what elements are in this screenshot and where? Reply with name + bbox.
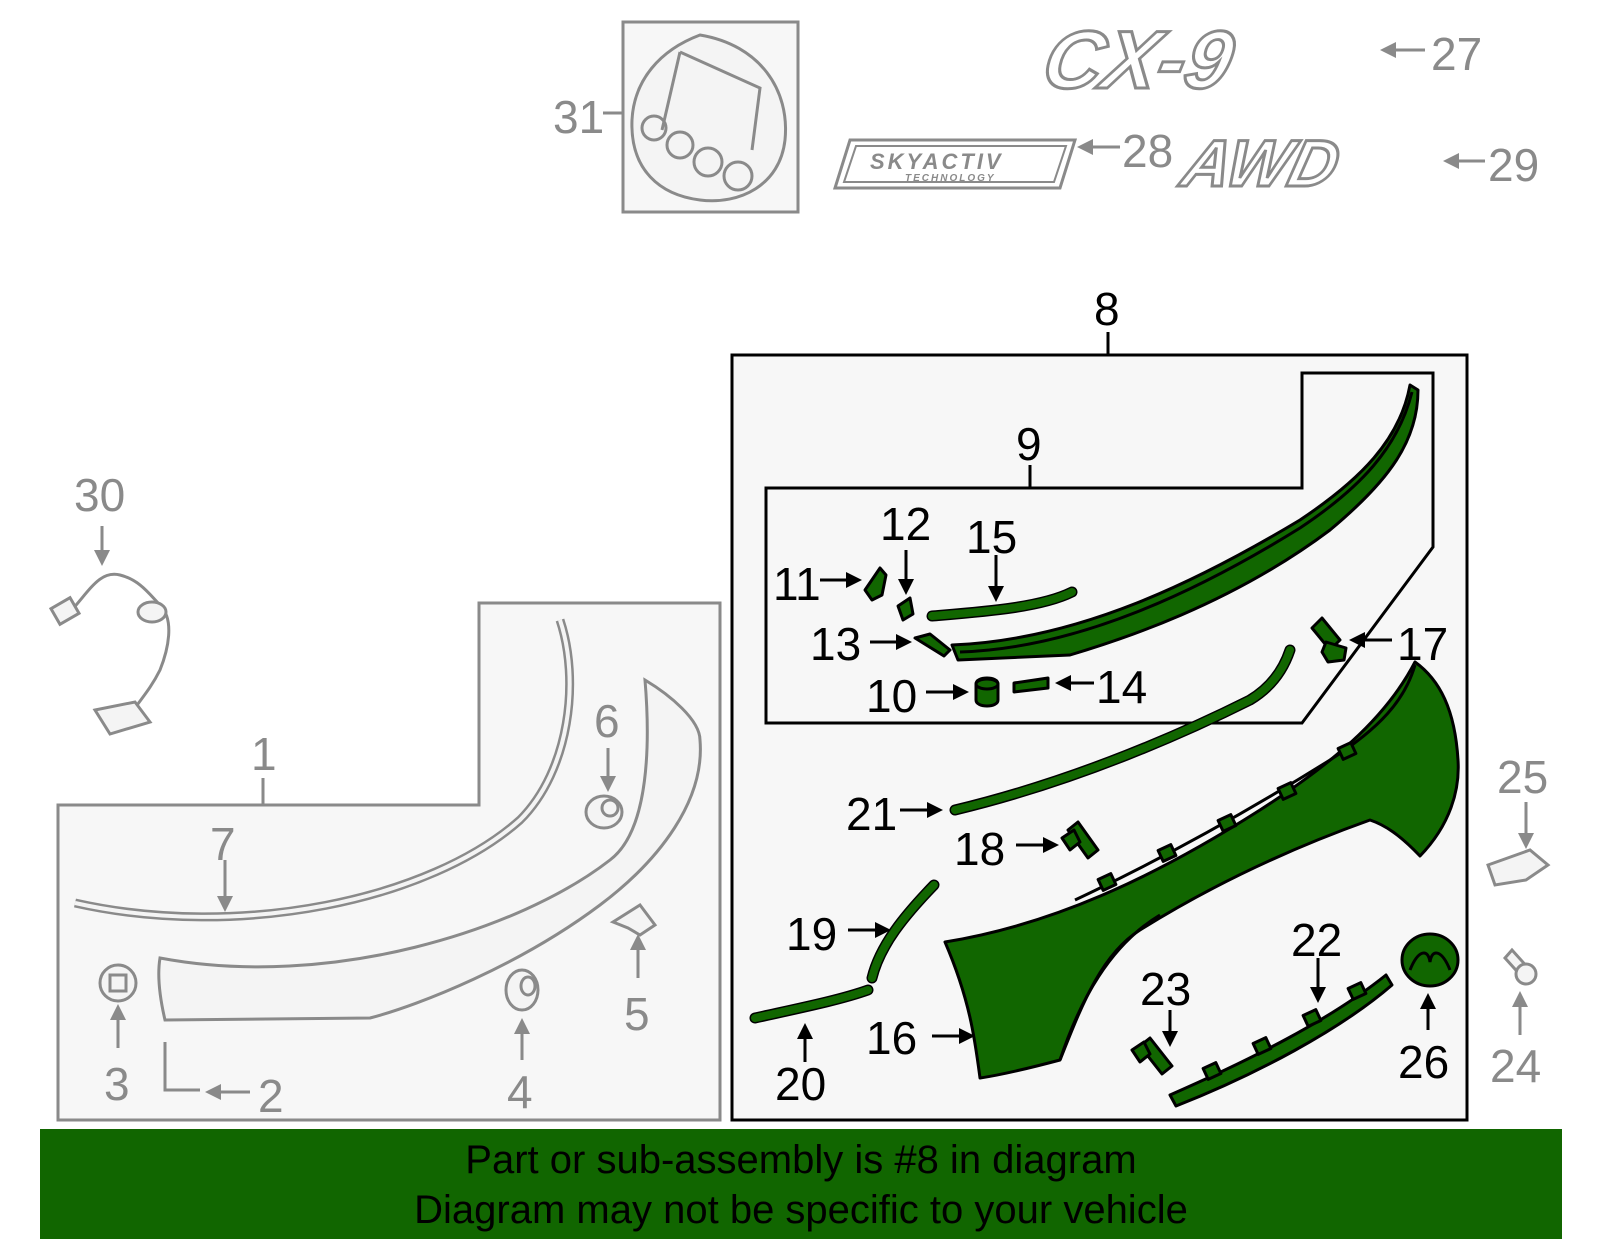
callout-5: 5 — [624, 988, 650, 1040]
seal-2[interactable] — [163, 1042, 250, 1100]
cap-10[interactable] — [926, 676, 1000, 708]
callout-8: 8 — [1094, 283, 1120, 335]
clip-12[interactable] — [896, 550, 915, 622]
bracket-22[interactable] — [1168, 958, 1394, 1108]
molding-20[interactable] — [749, 984, 874, 1062]
callout-2: 2 — [258, 1070, 284, 1122]
retainer-13[interactable] — [870, 632, 952, 658]
banner-line-2: Diagram may not be specific to your vehi… — [414, 1188, 1188, 1232]
screw-24[interactable] — [1502, 947, 1538, 1035]
emblem-kit-31[interactable] — [603, 20, 800, 214]
wiring-harness-30[interactable] — [48, 526, 171, 736]
skyactiv-emblem-subtext: TECHNOLOGY — [905, 173, 996, 184]
callout-27: 27 — [1431, 28, 1482, 80]
bolt-17[interactable] — [1310, 616, 1392, 664]
awd-emblem-text: AWD — [1173, 127, 1347, 201]
callout-13: 13 — [810, 618, 861, 670]
weatherstrip-7[interactable] — [74, 618, 575, 922]
callout-19: 19 — [786, 908, 837, 960]
bracket-11[interactable] — [820, 566, 888, 602]
bumper-cover-16[interactable] — [932, 660, 1460, 1080]
plug-4[interactable] — [504, 968, 540, 1060]
bolt-23[interactable] — [1130, 1010, 1178, 1076]
upper-cover-panel[interactable] — [950, 383, 1420, 662]
callout-23: 23 — [1140, 963, 1191, 1015]
callout-21: 21 — [846, 788, 897, 840]
cx9-emblem-text: CX-9 — [1036, 14, 1242, 106]
callout-7: 7 — [210, 818, 236, 870]
banner-line-1: Part or sub-assembly is #8 in diagram — [465, 1138, 1137, 1182]
awd-emblem-29[interactable]: AWD — [1171, 125, 1485, 202]
callout-12: 12 — [880, 498, 931, 550]
callout-31: 31 — [553, 91, 604, 143]
grommet-3[interactable] — [98, 963, 138, 1048]
callout-3: 3 — [104, 1058, 130, 1110]
callout-22: 22 — [1291, 914, 1342, 966]
callout-25: 25 — [1497, 751, 1548, 803]
callout-10: 10 — [866, 670, 917, 722]
callout-17: 17 — [1397, 618, 1448, 670]
callout-9: 9 — [1016, 418, 1042, 470]
molding-19[interactable] — [848, 879, 940, 984]
callout-15: 15 — [966, 511, 1017, 563]
callout-28: 28 — [1122, 125, 1173, 177]
bracket-5[interactable] — [609, 902, 658, 978]
bolt-18[interactable] — [1016, 820, 1100, 860]
mazda-emblem-26[interactable] — [1400, 932, 1460, 1030]
bracket-25[interactable] — [1486, 802, 1551, 887]
molding-21[interactable] — [900, 644, 1296, 818]
callout-14: 14 — [1096, 661, 1147, 713]
callout-26: 26 — [1398, 1036, 1449, 1088]
callout-16: 16 — [866, 1012, 917, 1064]
callout-11: 11 — [773, 558, 821, 610]
callout-30: 30 — [74, 469, 125, 521]
callout-20: 20 — [775, 1058, 826, 1110]
callout-29: 29 — [1488, 139, 1539, 191]
spoiler-panel[interactable] — [157, 677, 702, 1022]
callout-4: 4 — [507, 1066, 533, 1118]
cx9-emblem-27[interactable]: CX-9 — [1034, 12, 1425, 107]
skyactiv-emblem-text: SKYACTIV — [870, 149, 1004, 174]
pad-14[interactable] — [1012, 675, 1094, 694]
callout-24: 24 — [1490, 1040, 1541, 1092]
callout-1: 1 — [251, 728, 277, 780]
skyactiv-emblem-28[interactable]: SKYACTIV TECHNOLOGY — [832, 138, 1120, 190]
molding-15[interactable] — [926, 555, 1078, 622]
clip-6[interactable] — [584, 748, 624, 830]
callout-6: 6 — [594, 695, 620, 747]
info-banner: Part or sub-assembly is #8 in diagram Di… — [40, 1129, 1562, 1239]
callout-18: 18 — [954, 823, 1005, 875]
